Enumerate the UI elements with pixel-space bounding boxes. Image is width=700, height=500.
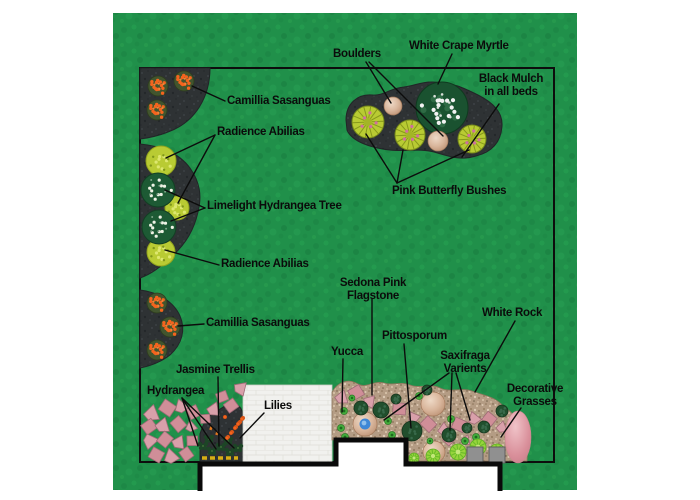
plant-camellia xyxy=(146,292,168,314)
plant-pittosporum xyxy=(353,400,369,416)
flagstone xyxy=(143,433,160,450)
plant-graybox xyxy=(466,446,484,464)
pointer-line xyxy=(217,376,220,447)
plant-boulder xyxy=(427,130,449,152)
plant-pittosporum xyxy=(477,420,491,434)
plant-camellia xyxy=(147,75,169,97)
plant-camellia xyxy=(146,99,168,121)
pointer-line xyxy=(449,372,453,431)
pointer-line xyxy=(383,372,450,421)
plant-boulder xyxy=(420,391,446,417)
plant-grass xyxy=(425,448,441,464)
plant-pittosporum xyxy=(401,420,423,442)
plant-limelight xyxy=(140,172,176,208)
plant-crape xyxy=(415,81,469,135)
plant-abelia xyxy=(164,195,190,221)
flagstone xyxy=(199,413,211,424)
flagstone xyxy=(156,430,174,449)
plant-pittosporum xyxy=(441,427,457,443)
flagstone xyxy=(233,382,247,397)
plant-saxifraga xyxy=(337,424,345,432)
plant-saxifraga xyxy=(348,394,356,402)
pointer-line xyxy=(455,372,471,421)
plant-pittosporum xyxy=(390,393,402,405)
flagstone xyxy=(334,389,349,404)
plant-saxifraga xyxy=(461,437,469,445)
pointer-line xyxy=(341,358,344,413)
plant-abelia xyxy=(145,145,177,177)
flagstone xyxy=(163,447,181,464)
plant-lilycluster xyxy=(222,414,246,441)
pointer-line xyxy=(403,343,412,429)
plant-butterfly xyxy=(351,105,385,139)
pointer-line xyxy=(181,397,235,449)
flagstone xyxy=(147,446,166,464)
plant-camellia xyxy=(159,316,181,338)
plant-camellia xyxy=(146,339,168,361)
flagstone xyxy=(481,410,498,428)
flagstone xyxy=(419,415,438,434)
plant-grass xyxy=(449,443,467,461)
pointer-line xyxy=(191,85,226,102)
pointer-line xyxy=(181,397,217,450)
pointer-line xyxy=(181,397,199,447)
pointer-line xyxy=(461,103,500,158)
flagstone xyxy=(178,445,195,463)
flagstone xyxy=(157,398,178,418)
pointer-line xyxy=(164,189,206,209)
plant-saxifraga xyxy=(426,437,434,445)
plant-pittosporum xyxy=(372,401,390,419)
pointer-line xyxy=(170,207,206,222)
house-wall-outline xyxy=(197,437,503,491)
plant-graybox xyxy=(488,446,506,464)
plant-saxifraga xyxy=(388,431,396,439)
house-footprint xyxy=(200,440,500,491)
pointer-line xyxy=(165,134,216,159)
plant-birdbath xyxy=(352,411,378,437)
pointer-line xyxy=(177,323,205,327)
pointer-line xyxy=(474,320,516,393)
patio-white-brick xyxy=(242,384,333,463)
pointer-line xyxy=(396,149,404,184)
plant-abelia xyxy=(146,237,176,267)
plants xyxy=(140,70,532,464)
pointer-line xyxy=(500,407,522,438)
pointer-line xyxy=(368,61,444,137)
flagstone xyxy=(154,416,170,432)
pointer-line xyxy=(177,134,216,204)
plant-hydplant xyxy=(232,443,244,453)
flagstone xyxy=(169,415,188,434)
pointer-line xyxy=(365,133,398,184)
plant-pittosporum xyxy=(461,422,473,434)
pointer-line xyxy=(239,412,265,439)
pointer-line xyxy=(437,53,453,85)
plant-camellia xyxy=(173,70,195,92)
plant-butterfly xyxy=(394,119,426,151)
pointer-line xyxy=(365,61,392,104)
plant-limelight xyxy=(141,209,177,245)
plant-boulder xyxy=(383,96,403,116)
flagstone xyxy=(171,434,185,450)
plant-pinkgrass xyxy=(504,410,532,464)
label-pointer-lines xyxy=(164,53,522,450)
pointer-line xyxy=(164,249,220,266)
plant-pittosporum xyxy=(495,404,509,418)
flagstone xyxy=(222,397,240,414)
pointer-line xyxy=(396,149,470,184)
